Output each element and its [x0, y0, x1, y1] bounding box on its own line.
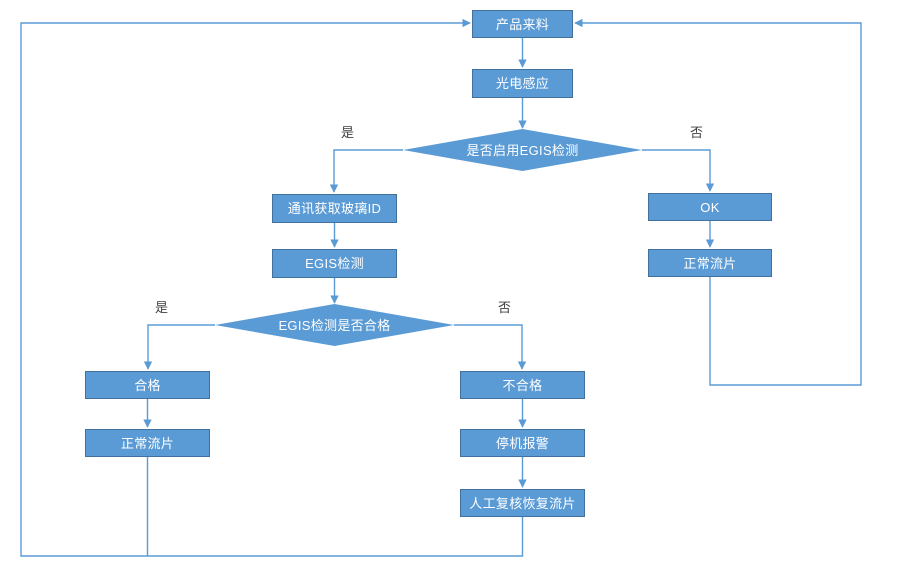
- node-stop-alarm[interactable]: 停机报警: [460, 429, 585, 457]
- node-label: EGIS检测: [305, 256, 364, 271]
- edge-decision1-yes: [329, 149, 403, 193]
- node-label: 正常流片: [120, 435, 175, 451]
- node-label: 停机报警: [495, 435, 550, 451]
- edge-normal-left-loop-to-start: [20, 18, 471, 557]
- node-normal-flow-left[interactable]: 正常流片: [85, 429, 210, 457]
- node-decision-enable-egis[interactable]: 是否启用EGIS检测: [403, 129, 642, 171]
- node-get-glass-id[interactable]: 通讯获取玻璃ID: [272, 194, 397, 223]
- node-label: 光电感应: [495, 76, 550, 91]
- node-ok[interactable]: OK: [648, 193, 772, 221]
- edge-decision2-yes: [143, 324, 215, 370]
- edge-label-decision1-no: 否: [690, 125, 704, 140]
- node-label: 是否启用EGIS检测: [466, 142, 579, 158]
- edge-manual-loop-to-bottom: [148, 517, 524, 557]
- node-label: 通讯获取玻璃ID: [287, 201, 382, 216]
- node-manual-review-resume[interactable]: 人工复核恢复流片: [460, 489, 585, 517]
- node-label: OK: [700, 199, 720, 215]
- node-label: 人工复核恢复流片: [469, 495, 576, 511]
- edge-decision1-no: [642, 149, 715, 192]
- edge-label-decision1-yes: 是: [341, 125, 355, 140]
- node-decision-egis-pass[interactable]: EGIS检测是否合格: [215, 304, 454, 346]
- edge-decision2-no: [454, 324, 527, 370]
- node-photoelectric-sensing[interactable]: 光电感应: [472, 69, 573, 98]
- node-label: 不合格: [502, 377, 543, 393]
- edge-label-decision2-yes: 是: [155, 300, 169, 315]
- node-fail[interactable]: 不合格: [460, 371, 585, 399]
- diamond-shape: [403, 129, 642, 171]
- node-label: EGIS检测是否合格: [278, 317, 391, 333]
- edge-label-decision2-no: 否: [498, 300, 512, 315]
- node-pass[interactable]: 合格: [85, 371, 210, 399]
- node-normal-flow-right[interactable]: 正常流片: [648, 249, 772, 277]
- node-label: 合格: [134, 377, 161, 393]
- node-label: 正常流片: [683, 255, 737, 271]
- node-egis-inspection[interactable]: EGIS检测: [272, 249, 397, 278]
- node-product-incoming[interactable]: 产品来料: [472, 10, 573, 38]
- diamond-shape: [215, 304, 454, 346]
- node-label: 产品来料: [495, 16, 550, 32]
